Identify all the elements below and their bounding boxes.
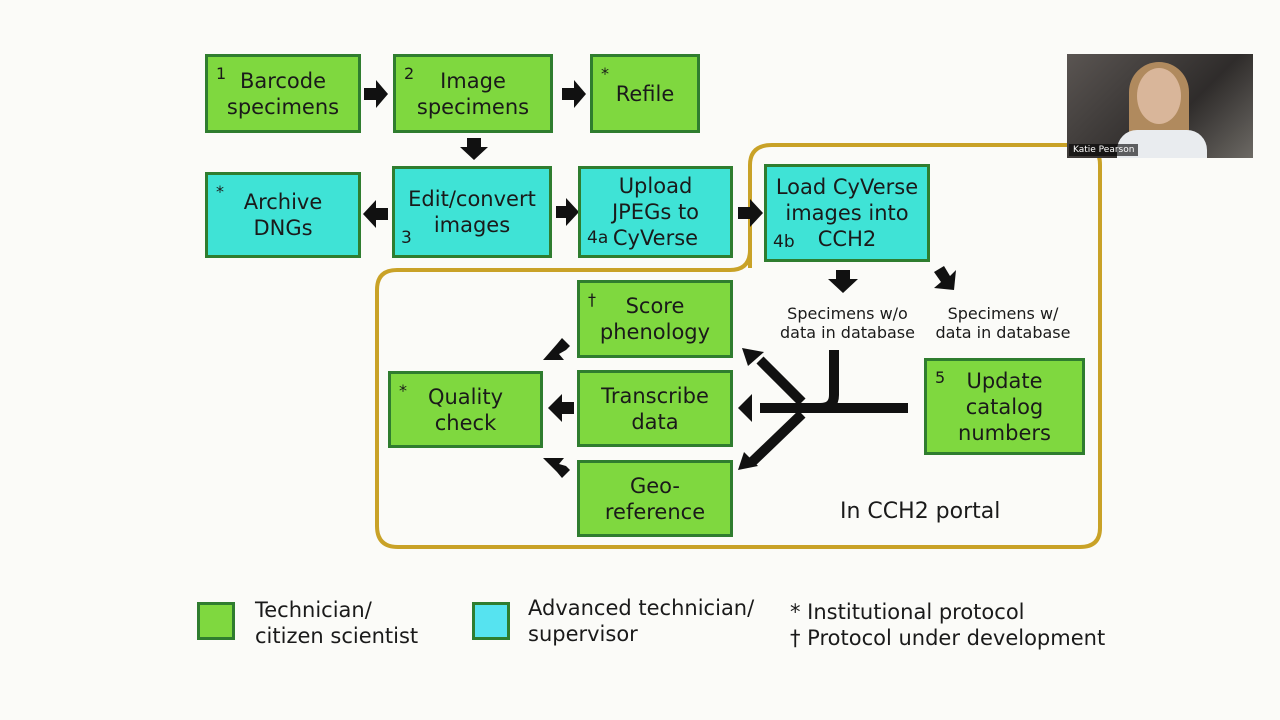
arrow-branch-to-score: [742, 348, 764, 366]
edit-convert-box: 3 Edit/convert images: [392, 166, 552, 258]
presenter-name: Katie Pearson: [1069, 144, 1139, 156]
box-label: Upload JPEGs to CyVerse: [611, 174, 700, 250]
arrow-upload-to-load: [738, 199, 763, 227]
branching-connector: [748, 350, 908, 466]
box-label: Refile: [615, 81, 675, 106]
arrows: [363, 80, 956, 478]
box-label: Geo- reference: [604, 473, 706, 524]
box-label: Image specimens: [416, 68, 530, 119]
arrow-score-to-quality: [543, 338, 570, 360]
arrow-edit-to-archive: [363, 200, 388, 228]
specimens-with-data-note: Specimens w/ data in database: [935, 304, 1071, 342]
refile-box: * Refile: [590, 54, 700, 133]
arrow-image-to-refile: [562, 80, 586, 108]
box-label: Update catalog numbers: [958, 368, 1051, 445]
load-cyverse-box: 4b Load CyVerse images into CCH2: [764, 164, 930, 262]
arrow-geo-to-quality: [543, 458, 570, 478]
specimens-without-data-note: Specimens w/o data in database: [780, 304, 915, 342]
legend-institutional: * Institutional protocol: [790, 600, 1025, 624]
image-specimens-box: 2 Image specimens: [393, 54, 553, 133]
box-label: Edit/convert images: [408, 187, 536, 237]
webcam-thumbnail[interactable]: Katie Pearson: [1067, 54, 1253, 158]
upload-jpegs-box: 4a Upload JPEGs to CyVerse: [578, 166, 733, 258]
step-number: 4a: [587, 228, 609, 248]
legend-advanced-swatch: [472, 602, 510, 640]
box-label: Transcribe data: [601, 383, 709, 434]
georeference-box: Geo- reference: [577, 460, 733, 537]
step-number: 4b: [773, 232, 795, 252]
step-number: 2: [404, 64, 415, 83]
protocol-mark: *: [399, 381, 407, 400]
cch2-portal-outline: [375, 143, 1102, 549]
arrow-branch-to-geo: [738, 452, 758, 470]
arrow-edit-to-upload: [556, 198, 579, 226]
arrow-transcribe-to-quality: [548, 394, 574, 422]
box-label: Score phenology: [599, 294, 711, 344]
box-label: Quality check: [427, 384, 504, 435]
legend-technician-swatch: [197, 602, 235, 640]
box-label: Load CyVerse images into CCH2: [775, 175, 919, 251]
archive-dngs-box: * Archive DNGs: [205, 172, 361, 258]
step-number: 5: [935, 368, 946, 387]
protocol-mark: †: [588, 290, 596, 309]
step-number: *: [601, 64, 609, 83]
update-catalog-box: 5 Update catalog numbers: [924, 358, 1085, 455]
legend-development: † Protocol under development: [790, 626, 1106, 650]
legend-advanced-label: Advanced technician/ supervisor: [528, 596, 755, 646]
arrow-branch-to-transcribe: [738, 394, 752, 422]
box-label: Archive DNGs: [243, 190, 323, 240]
score-phenology-box: † Score phenology: [577, 280, 733, 358]
arrow-load-to-without: [828, 270, 858, 293]
step-number: *: [216, 182, 224, 201]
arrow-barcode-to-image: [364, 80, 388, 108]
step-number: 1: [216, 64, 227, 83]
transcribe-data-box: Transcribe data: [577, 370, 733, 447]
box-label: Barcode specimens: [226, 68, 340, 119]
quality-check-box: * Quality check: [388, 371, 543, 448]
step-number: 3: [401, 228, 412, 248]
arrow-image-to-edit: [460, 138, 488, 160]
arrow-load-to-with: [934, 266, 956, 290]
barcode-specimens-box: 1 Barcode specimens: [205, 54, 361, 133]
presenter-face: [1137, 68, 1181, 124]
cch2-portal-label: In CCH2 portal: [840, 499, 1001, 524]
legend-technician-label: Technician/ citizen scientist: [255, 598, 419, 648]
